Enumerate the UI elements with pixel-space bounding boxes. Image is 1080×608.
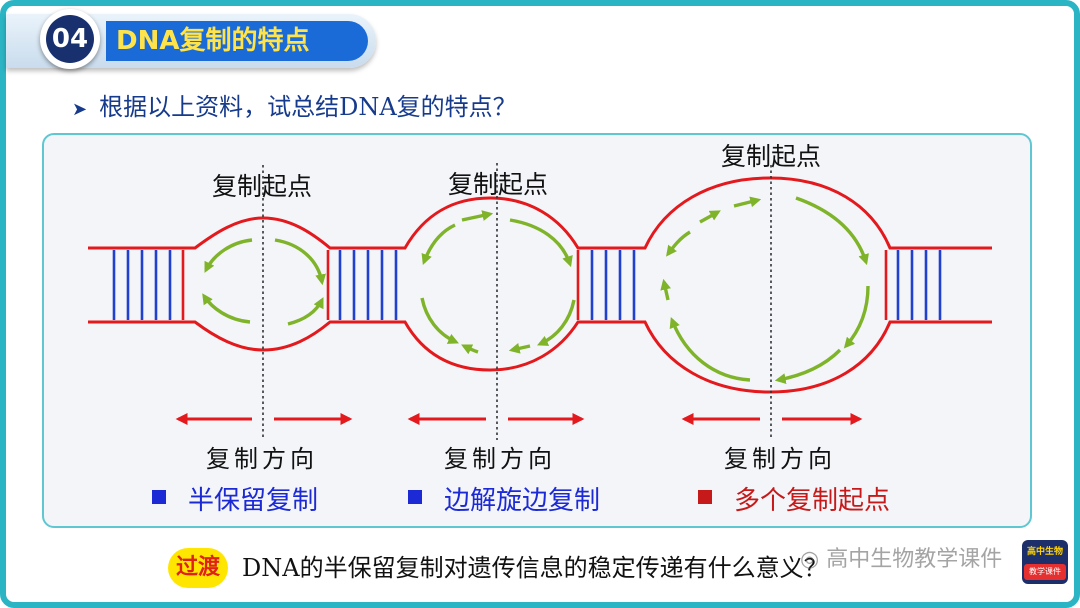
origin-label: 复制起点 xyxy=(721,142,821,171)
origin-lines xyxy=(262,163,772,440)
square-icon xyxy=(408,490,422,504)
page-title: DNA复制的特点 xyxy=(116,26,310,56)
feature-unwind-replicate: 边解旋边复制 xyxy=(444,486,600,516)
base-pair-rungs-red xyxy=(181,250,888,320)
feature-semi-conservative: 半保留复制 xyxy=(188,486,318,516)
watermark-logo: 高中生物 教学课件 xyxy=(1022,540,1068,584)
origin-label: 复制起点 xyxy=(448,170,548,199)
feature-multiple-origins: 多个复制起点 xyxy=(734,486,890,516)
transition-line: 过渡 DNA的半保留复制对遗传信息的稳定传递有什么意义？ xyxy=(168,545,828,589)
direction-label: 复制方向 xyxy=(206,445,318,473)
transition-badge: 过渡 xyxy=(168,547,228,588)
section-number: 04 xyxy=(46,15,94,63)
arrow-bullet-icon: ➤ xyxy=(72,99,88,120)
new-strand-arrows xyxy=(202,196,870,384)
square-icon xyxy=(152,490,166,504)
origin-label: 复制起点 xyxy=(212,172,312,201)
wechat-icon: ◎ xyxy=(800,547,820,572)
top-parental-strand xyxy=(88,176,992,250)
logo-top-text: 高中生物 xyxy=(1026,547,1063,557)
bottom-parental-strand xyxy=(88,320,992,394)
direction-label: 复制方向 xyxy=(724,445,836,473)
transition-question: DNA的半保留复制对遗传信息的稳定传递有什么意义？ xyxy=(242,553,828,582)
base-pair-rungs xyxy=(112,250,942,320)
section-number-badge: 04 xyxy=(40,9,100,69)
watermark-text: 高中生物教学课件 xyxy=(826,547,1003,572)
question-text: 根据以上资料，试总结DNA复的特点？ xyxy=(99,93,517,121)
square-icon xyxy=(698,490,712,504)
question-line: ➤ 根据以上资料，试总结DNA复的特点？ xyxy=(72,86,517,128)
title-background xyxy=(106,21,368,61)
logo-bottom-text: 教学课件 xyxy=(1024,564,1066,580)
watermark: ◎ 高中生物教学课件 xyxy=(800,540,1002,580)
direction-label: 复制方向 xyxy=(444,445,556,473)
